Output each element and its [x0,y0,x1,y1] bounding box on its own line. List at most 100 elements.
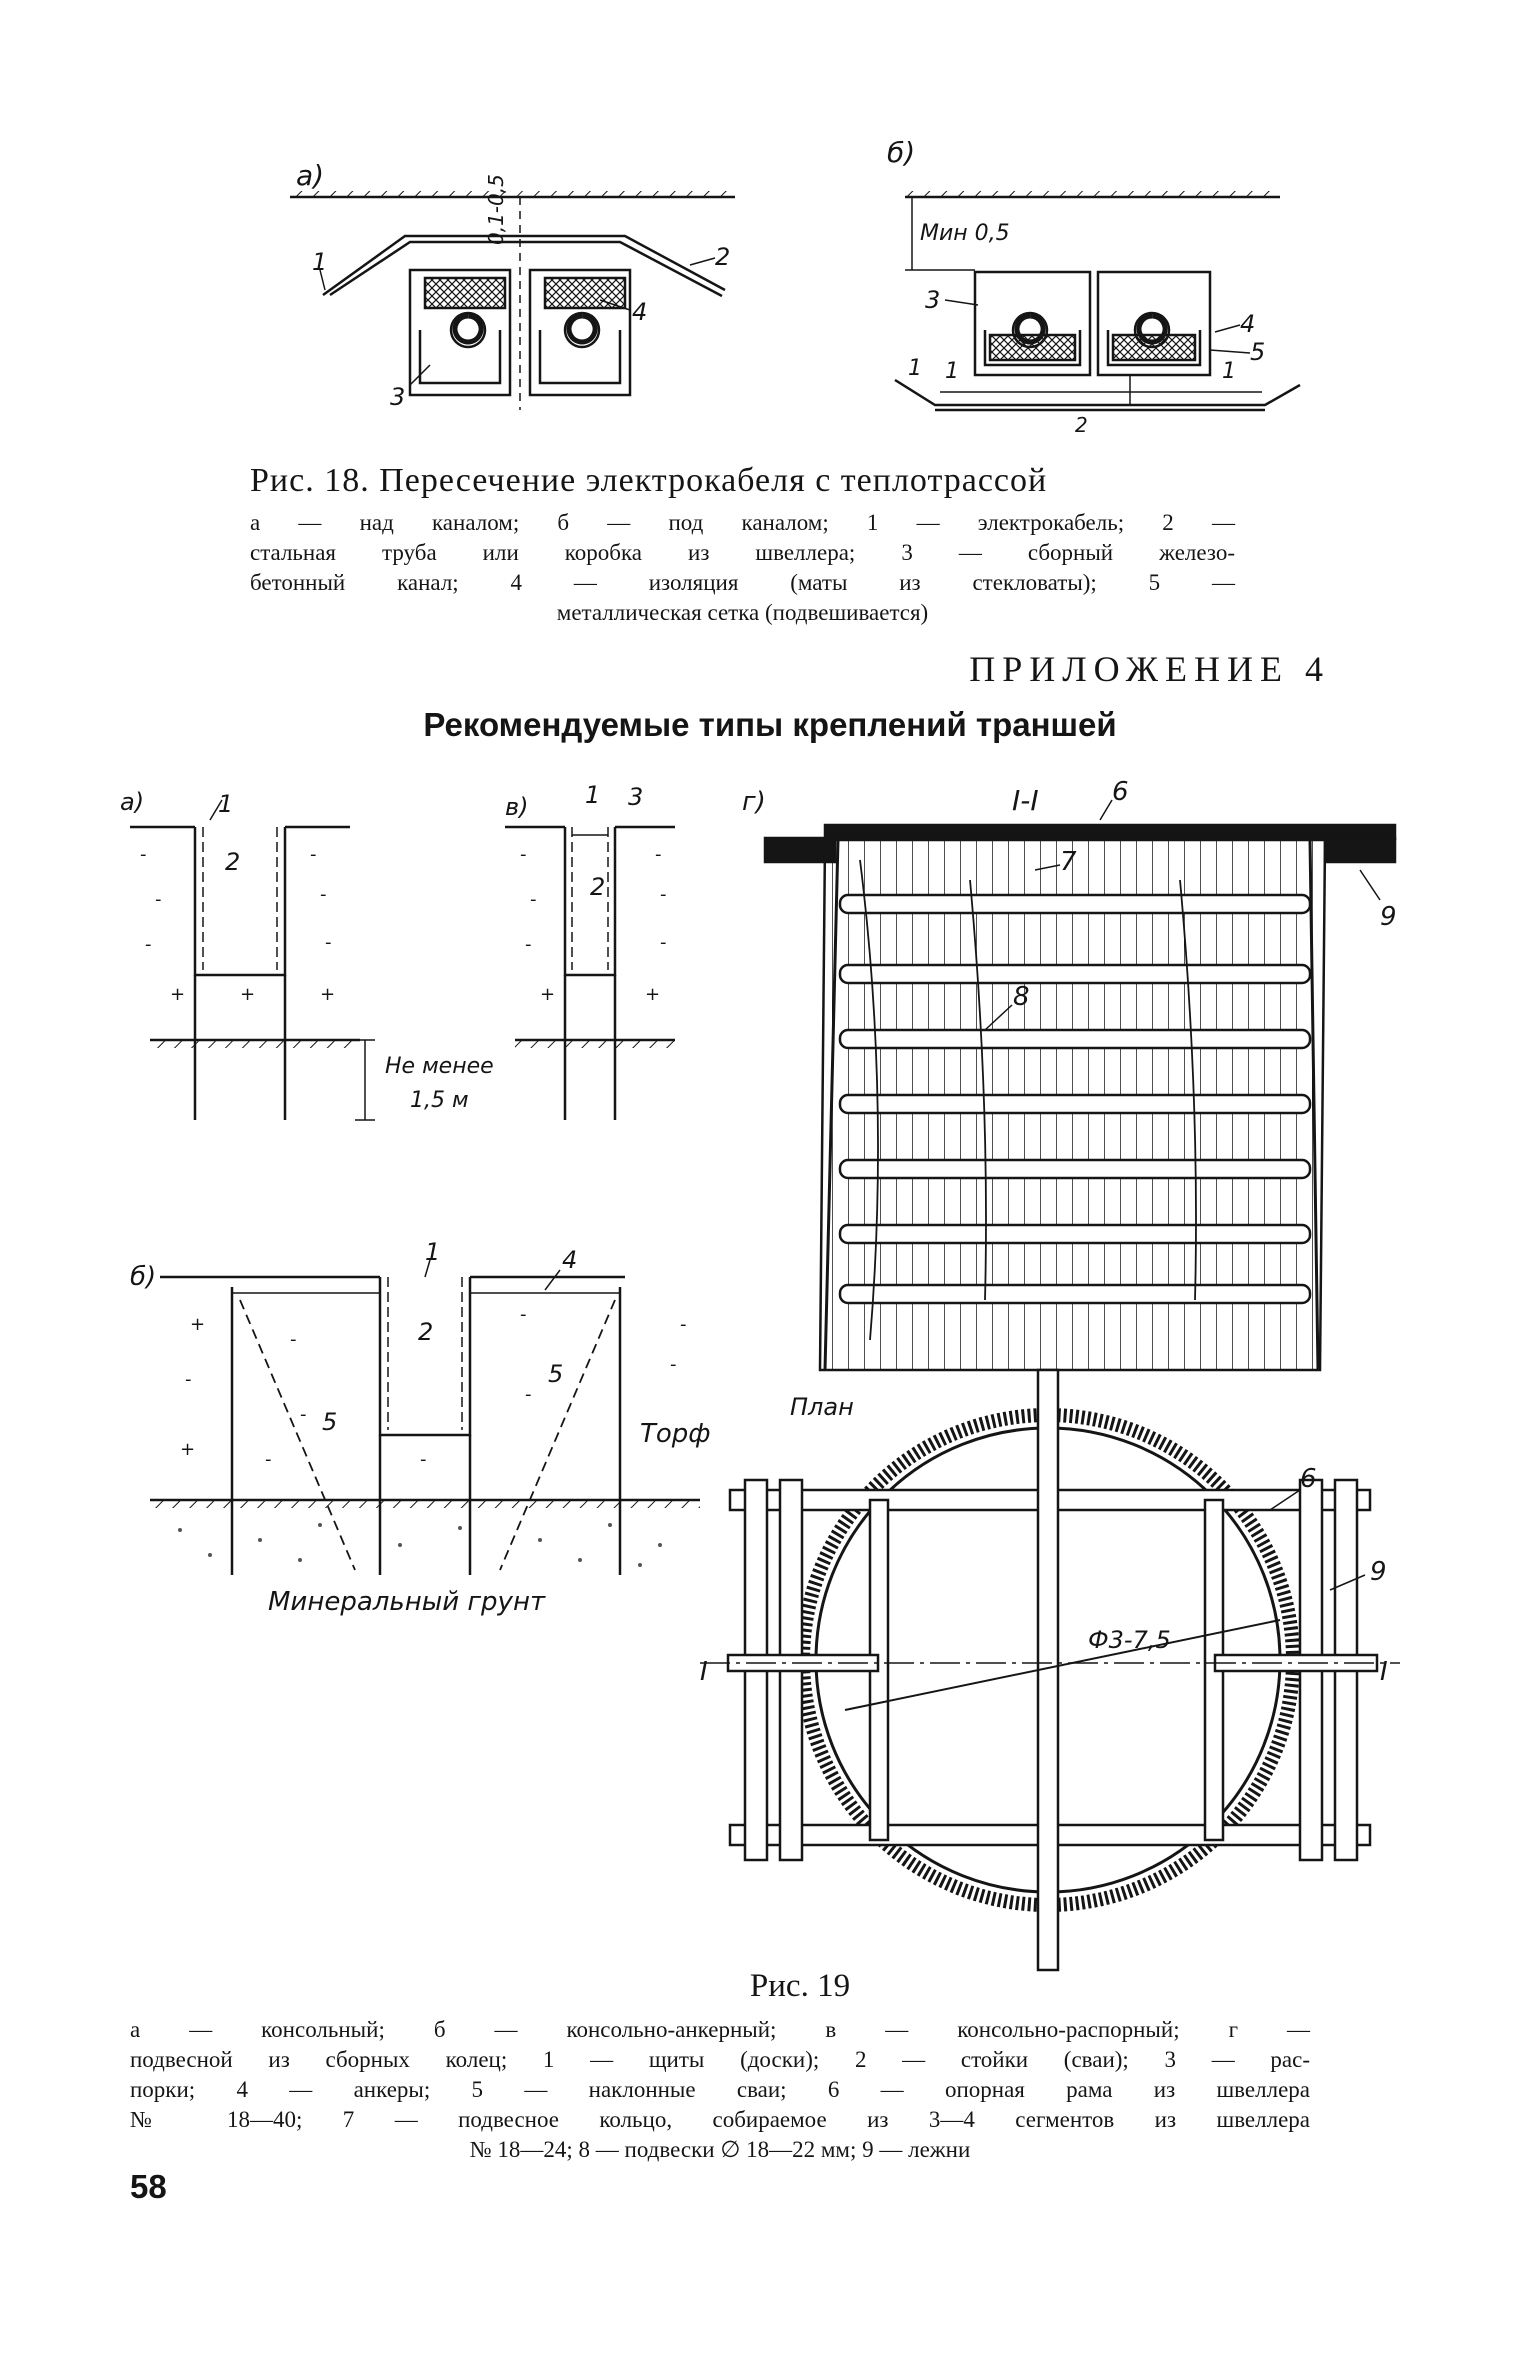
fig19g-plan: План [790,1393,854,1421]
fig18-legend-line: стальная труба или коробка из швеллера; … [250,540,1235,565]
fig19-legend-line: № 18—40; 7 — подвесное кольцо, собираемо… [130,2107,1310,2132]
appendix-title: Рекомендуемые типы креплений траншей [423,706,1117,743]
svg-text:-: - [655,844,662,865]
svg-text:-: - [185,1369,192,1390]
fig18-legend: а — над каналом; б — под каналом; 1 — эл… [250,508,1235,628]
fig19g-callout-7: 7 [1060,847,1077,877]
fig18b-callout-3: 3 [925,286,940,314]
fig19-legend-line: подвесной из сборных колец; 1 — щиты (до… [130,2047,1310,2072]
svg-text:-: - [525,934,532,955]
fig18b-drawing [895,191,1300,410]
svg-text:+: + [240,984,255,1005]
fig18-legend-line: металлическая сетка (подвешивается) [556,600,929,625]
fig19b-peat: Торф [640,1419,711,1449]
page-number: 58 [130,2168,167,2205]
svg-text:-: - [265,1449,272,1470]
fig19b-callout-5b: 5 [548,1360,563,1388]
fig19v-callout-1: 1 [585,781,600,809]
fig18a-label: а) [296,159,324,192]
fig19v-label: в) [505,793,529,821]
fig19-caption: Рис. 19 [749,1968,851,2004]
fig19g-section: I-I [1012,784,1039,817]
svg-text:-: - [300,1404,307,1425]
svg-text:+: + [180,1439,195,1460]
svg-text:-: - [310,844,317,865]
fig19g-callout-6a: 6 [1112,777,1129,807]
svg-text:+: + [170,984,185,1005]
fig19g-callout-8: 8 [1013,982,1030,1012]
svg-text:+: + [645,984,660,1005]
fig19a-callout-2: 2 [225,848,240,876]
fig18a-callout-3: 3 [390,383,405,411]
fig18-caption: Рис. 18. Пересечение электрокабеля с теп… [250,462,1048,499]
fig19a-depth-note-2: 1,5 м [410,1088,469,1113]
fig19b-mineral-dots [178,1523,662,1567]
fig19b-callout-5a: 5 [322,1408,337,1436]
svg-text:+: + [320,984,335,1005]
fig18a-callout-2: 2 [715,243,730,271]
svg-text:+: + [190,1314,205,1335]
fig18a-drawing [290,191,735,410]
svg-text:-: - [530,889,537,910]
fig19b-mineral: Минеральный грунт [268,1587,546,1617]
fig18b-label: б) [887,136,915,169]
svg-text:-: - [320,884,327,905]
fig18b-depth: Мин 0,5 [920,221,1010,246]
svg-text:-: - [325,932,332,953]
fig19g-section-mark-left: I [700,1657,708,1687]
fig18b-callout-1a: 1 [908,356,922,381]
fig19-legend: а — консольный; б — консольно-анкерный; … [130,2015,1310,2165]
fig18b-callout-1b: 1 [945,359,959,384]
fig19b-callout-1: 1 [425,1238,440,1266]
fig18-legend-line: бетонный канал; 4 — изоляция (маты из ст… [250,570,1235,595]
svg-text:+: + [540,984,555,1005]
svg-text:-: - [525,1384,532,1405]
fig19g-section-drawing [765,800,1395,1370]
svg-text:-: - [520,844,527,865]
fig19a-soil-marks: --- --- +++ [140,844,335,1005]
fig19g-callout-9b: 9 [1370,1557,1387,1587]
fig19b-drawing [150,1260,700,1575]
fig19-legend-line: а — консольный; б — консольно-анкерный; … [130,2017,1310,2042]
svg-text:-: - [140,844,147,865]
fig19v-soil-marks: - - - - - - + + [520,844,667,1005]
fig18a-callout-1: 1 [312,248,327,276]
fig19g-label: г) [742,787,766,817]
fig18b-callout-5: 5 [1250,338,1265,366]
fig19a-label: а) [120,788,144,816]
fig19-legend-line: порки; 4 — анкеры; 5 — наклонные сваи; 6… [130,2077,1310,2102]
fig18b-callout-1c: 1 [1222,359,1236,384]
svg-text:-: - [155,889,162,910]
fig18b-callout-2: 2 [1075,413,1088,437]
fig19v-drawing [505,827,675,1120]
fig19a-callout-1: 1 [218,790,233,818]
fig19g-diameter: Ф3-7,5 [1088,1626,1171,1654]
fig19a-depth-note-1: Не менее [385,1054,494,1079]
svg-text:-: - [420,1449,427,1470]
fig19g-section-mark-right: I [1380,1657,1388,1687]
svg-text:-: - [660,884,667,905]
fig19g-callout-9a: 9 [1380,902,1397,932]
fig19g-callout-6b: 6 [1300,1464,1317,1494]
fig19v-callout-3: 3 [628,783,643,811]
fig18b-callout-4: 4 [1240,310,1255,338]
fig19b-label: б) [130,1262,156,1292]
fig19g-plan-drawing [700,1370,1400,1970]
svg-text:-: - [145,934,152,955]
appendix-heading: ПРИЛОЖЕНИЕ 4 [969,649,1330,689]
fig19-legend-line: № 18—24; 8 — подвески ∅ 18—22 мм; 9 — ле… [469,2137,971,2162]
fig19b-callout-4: 4 [562,1246,577,1274]
fig18-legend-line: а — над каналом; б — под каналом; 1 — эл… [250,510,1235,535]
fig18a-callout-4: 4 [632,298,647,326]
fig19b-callout-2: 2 [418,1318,433,1346]
svg-text:-: - [660,932,667,953]
svg-text:-: - [520,1304,527,1325]
fig18a-depth: 0,1-0,5 [484,174,508,245]
svg-text:-: - [680,1314,687,1335]
fig19b-soil-marks: +-+ --- --- -- [180,1304,687,1470]
svg-text:-: - [290,1329,297,1350]
fig19v-callout-2: 2 [590,873,605,901]
svg-text:-: - [670,1354,677,1375]
fig19a-drawing [130,800,375,1120]
